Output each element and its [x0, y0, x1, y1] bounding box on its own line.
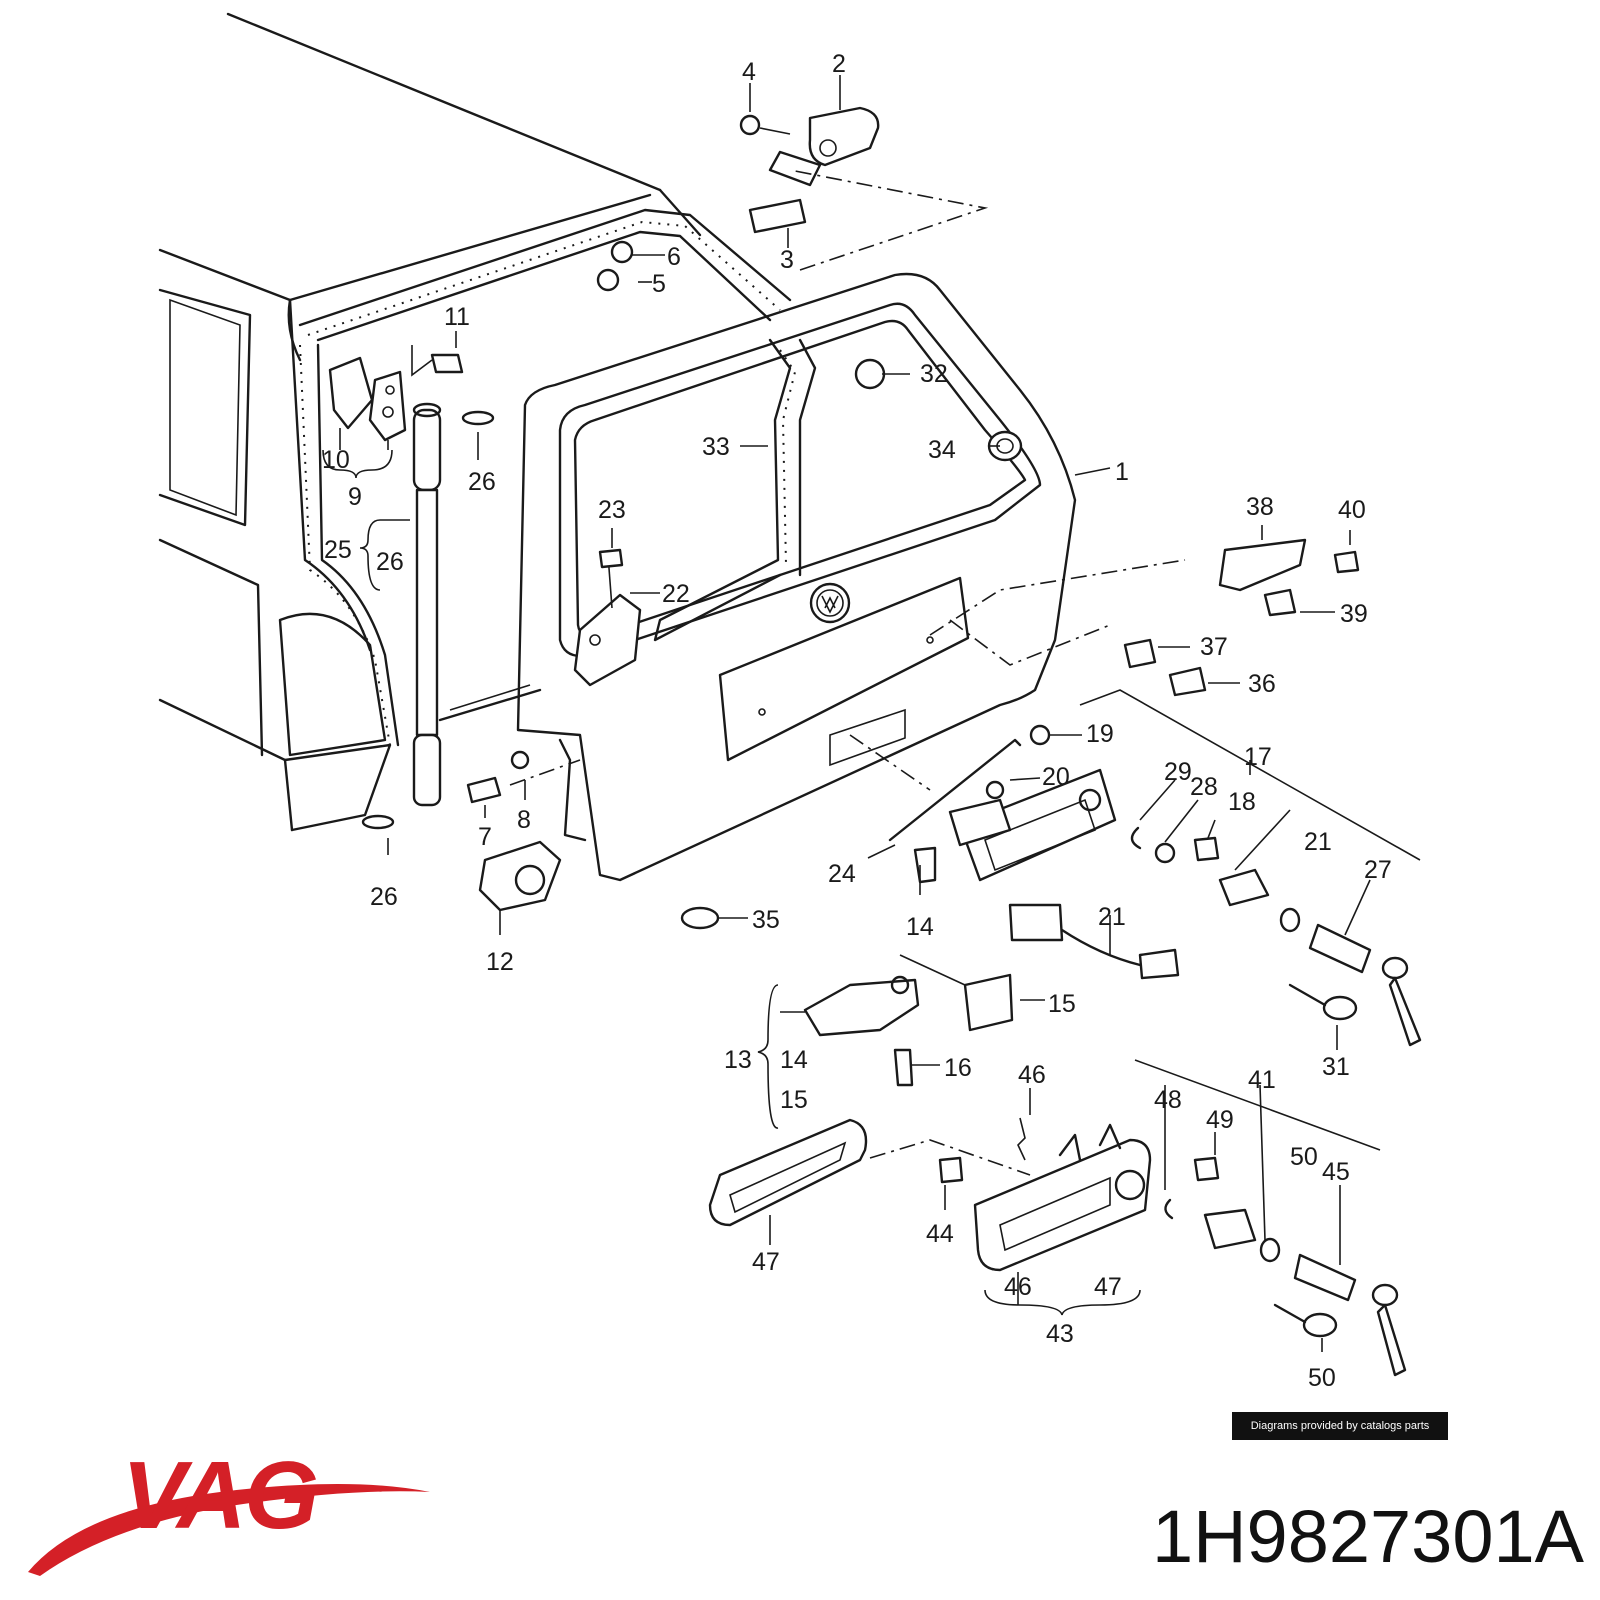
- tailgate-panel: [516, 272, 1077, 882]
- callout-8: 8: [517, 806, 531, 834]
- callout-10: 10: [322, 446, 350, 474]
- leader-lines: [322, 75, 1421, 1352]
- part-number: 1H9827301A: [1151, 1495, 1584, 1578]
- callout-5: 5: [652, 270, 666, 298]
- car-body: [158, 12, 792, 832]
- bracket-22: [573, 548, 642, 687]
- callout-labels: 1 2 3 4 5 6 7 8 9 10 11 12 13 14 14 15 1…: [322, 50, 1392, 1392]
- callout-27: 27: [1364, 856, 1392, 884]
- callout-28: 28: [1190, 773, 1218, 801]
- vag-logo-swoosh: [28, 1484, 430, 1576]
- callout-9: 9: [348, 483, 362, 511]
- callout-37: 37: [1200, 633, 1228, 661]
- callout-26b: 26: [376, 548, 404, 576]
- callout-50a: 50: [1290, 1143, 1318, 1171]
- callout-34: 34: [928, 436, 956, 464]
- striker-plate: [328, 345, 464, 442]
- callout-47a: 47: [752, 1248, 780, 1276]
- lower-handle-assembly: [708, 1118, 1407, 1377]
- callout-14b: 14: [780, 1046, 808, 1074]
- callout-21a: 21: [1304, 828, 1332, 856]
- callout-19: 19: [1086, 720, 1114, 748]
- callout-2: 2: [832, 50, 846, 78]
- callout-33: 33: [702, 433, 730, 461]
- callout-24: 24: [828, 860, 856, 888]
- callout-35: 35: [752, 906, 780, 934]
- callout-7: 7: [478, 823, 492, 851]
- callout-47b: 47: [1094, 1273, 1122, 1301]
- callout-13: 13: [724, 1046, 752, 1074]
- handle-lock-assembly: [888, 724, 1422, 1047]
- gas-strut: [361, 402, 495, 830]
- callout-14a: 14: [906, 913, 934, 941]
- callout-41: 41: [1248, 1066, 1276, 1094]
- callout-38: 38: [1246, 493, 1274, 521]
- latch-left: [466, 750, 581, 912]
- callout-46b: 46: [1004, 1273, 1032, 1301]
- callout-15a: 15: [1048, 990, 1076, 1018]
- callout-25: 25: [324, 536, 352, 564]
- callout-40: 40: [1338, 496, 1366, 524]
- callout-4: 4: [742, 58, 756, 86]
- callout-12: 12: [486, 948, 514, 976]
- callout-46a: 46: [1018, 1061, 1046, 1089]
- switch-wiring: [1008, 903, 1180, 980]
- callout-3: 3: [780, 246, 794, 274]
- callout-23: 23: [598, 496, 626, 524]
- callout-17: 17: [1244, 743, 1272, 771]
- window-seal-strip: [653, 338, 817, 642]
- callout-29: 29: [1164, 758, 1192, 786]
- callout-48: 48: [1154, 1086, 1182, 1114]
- callout-32: 32: [920, 360, 948, 388]
- diagram-credit: Diagrams provided by catalogs parts: [1232, 1412, 1448, 1440]
- callout-43: 43: [1046, 1320, 1074, 1348]
- callout-15b: 15: [780, 1086, 808, 1114]
- vag-logo-text: VAG: [122, 1442, 319, 1549]
- callout-26c: 26: [370, 883, 398, 911]
- callout-22: 22: [662, 580, 690, 608]
- callout-18: 18: [1228, 788, 1256, 816]
- callout-31: 31: [1322, 1053, 1350, 1081]
- lock-parts-13: [803, 973, 1014, 1087]
- callout-50b: 50: [1308, 1364, 1336, 1392]
- callout-1: 1: [1115, 458, 1129, 486]
- callout-21b: 21: [1098, 903, 1126, 931]
- callout-20: 20: [1042, 763, 1070, 791]
- callout-45: 45: [1322, 1158, 1350, 1186]
- callout-36: 36: [1248, 670, 1276, 698]
- callout-11: 11: [444, 303, 470, 331]
- callout-44: 44: [926, 1220, 954, 1248]
- callout-6: 6: [667, 243, 681, 271]
- hinge-assembly: [596, 106, 880, 292]
- callout-39: 39: [1340, 600, 1368, 628]
- callout-49: 49: [1206, 1106, 1234, 1134]
- callout-26a: 26: [468, 468, 496, 496]
- callout-16: 16: [944, 1054, 972, 1082]
